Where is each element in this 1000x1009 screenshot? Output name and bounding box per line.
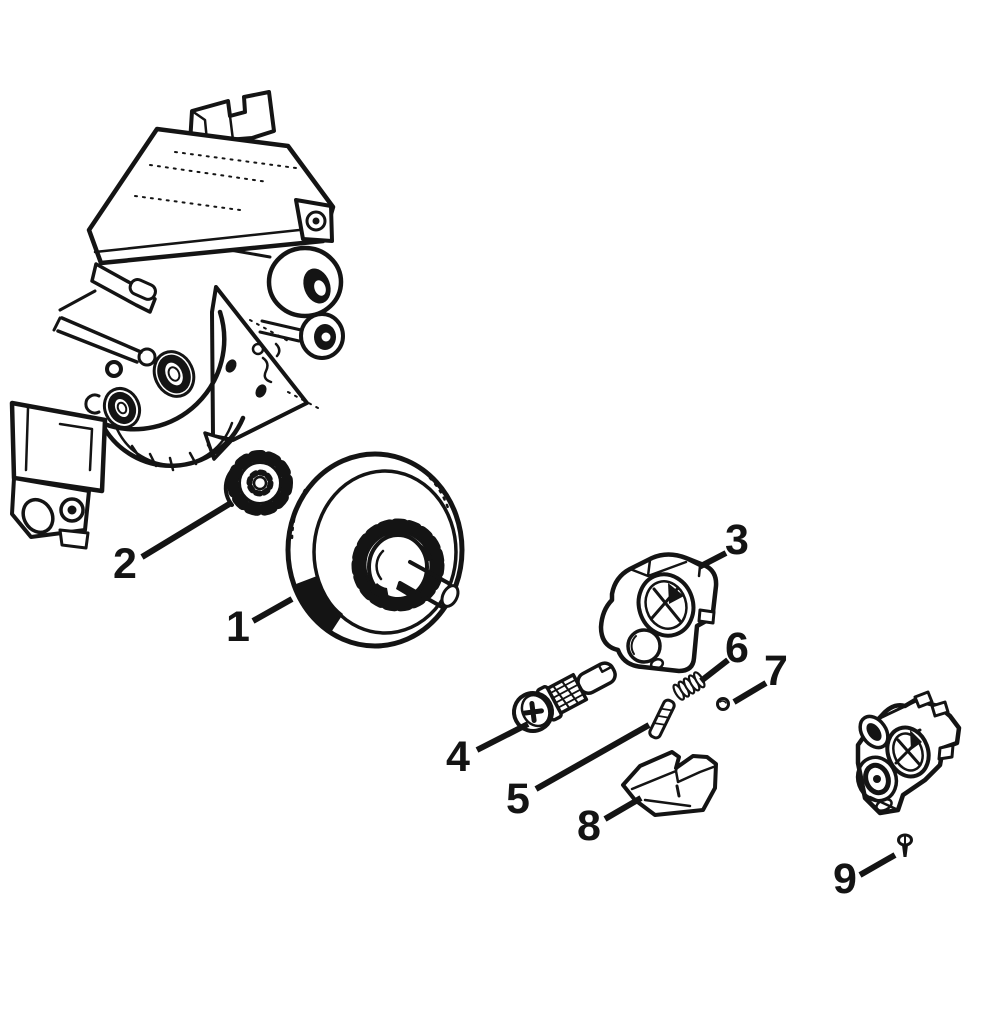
callout-9: 9 [833, 852, 897, 903]
callout-1: 1 [226, 596, 294, 651]
leader-line-9 [858, 852, 897, 878]
worm-gear-part-4 [512, 661, 617, 733]
crankcase-housing [9, 90, 345, 550]
leader-line-4 [475, 721, 530, 753]
oil-pump-assembly [855, 690, 962, 816]
screw-part-9 [897, 833, 913, 857]
clutch-drum-part-1 [285, 451, 465, 649]
callouts: 1 2 3 4 5 6 7 8 [113, 500, 897, 903]
callout-2: 2 [113, 500, 233, 588]
part-number-9: 9 [833, 855, 857, 903]
spring-part-6 [672, 671, 706, 701]
ball-part-7 [716, 697, 730, 711]
part-number-5: 5 [506, 775, 530, 823]
part-number-3: 3 [725, 516, 749, 564]
part-number-2: 2 [113, 540, 137, 588]
part-number-1: 1 [226, 603, 250, 651]
leader-line-2 [140, 500, 233, 560]
leader-line-3 [697, 550, 728, 570]
part-number-8: 8 [577, 802, 601, 850]
leader-line-6 [699, 657, 730, 684]
callout-4: 4 [446, 721, 530, 781]
part-number-4: 4 [446, 733, 470, 781]
leader-line-7 [732, 680, 768, 705]
leader-line-1 [251, 596, 294, 624]
pinion-gear-part-2 [223, 450, 293, 516]
leader-line-5 [534, 722, 651, 792]
pump-cover-part-8 [621, 750, 718, 817]
leader-line-8 [603, 795, 643, 822]
part-number-6: 6 [725, 624, 749, 672]
callout-5: 5 [506, 722, 651, 823]
callout-6: 6 [699, 624, 749, 684]
callout-7: 7 [732, 647, 788, 705]
oil-pump-body-part-3 [598, 552, 719, 674]
pin-part-5 [648, 698, 676, 740]
callout-3: 3 [697, 516, 749, 570]
part-number-7: 7 [764, 647, 788, 695]
callout-8: 8 [577, 795, 643, 850]
